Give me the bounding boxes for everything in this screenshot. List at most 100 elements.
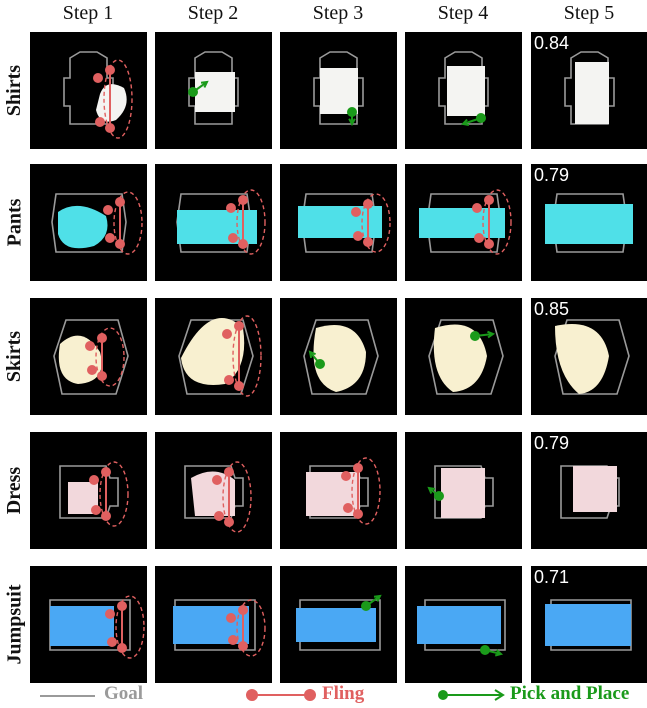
fling-grasp-point (341, 471, 351, 481)
row-label-text: Jumpsuit (4, 584, 27, 664)
cloth-scene (405, 298, 522, 415)
garment-shape (575, 62, 609, 124)
garment-shape (417, 606, 501, 644)
step-cell: 0.84 (531, 32, 647, 149)
pick-point (480, 645, 490, 655)
step-cell: 0.79 (531, 432, 647, 549)
step-cell (30, 298, 147, 415)
coverage-score: 0.85 (534, 299, 569, 320)
fling-grasp-point (363, 237, 373, 247)
cloth-scene (280, 164, 397, 281)
fling-grasp-point (228, 233, 238, 243)
coverage-score: 0.79 (534, 433, 569, 454)
step-cell (280, 566, 397, 683)
cloth-scene (405, 566, 522, 683)
fling-grasp-point (226, 613, 236, 623)
pick-point (315, 359, 325, 369)
garment-shape (58, 206, 108, 248)
garment-shape (50, 606, 114, 646)
step-cell: 0.71 (531, 566, 647, 683)
fling-grasp-point (472, 203, 482, 213)
fling-grasp-point (103, 205, 113, 215)
fling-grasp-point (115, 239, 125, 249)
pick-point (476, 113, 486, 123)
fling-grasp-point (234, 381, 244, 391)
pick-point (361, 601, 371, 611)
fling-grasp-point (238, 195, 248, 205)
cloth-scene (280, 566, 397, 683)
cloth-scene (405, 432, 522, 549)
row-label-text: Dress (4, 467, 27, 514)
garment-shape (296, 608, 376, 642)
coverage-score: 0.84 (534, 33, 569, 54)
garment-shape (545, 204, 633, 244)
fling-grasp-point (95, 117, 105, 127)
garment-shape (447, 66, 485, 116)
garment-shape (441, 468, 485, 518)
fling-grasp-point (343, 503, 353, 513)
step-cell (155, 32, 272, 149)
row-label-text: Shirts (4, 65, 27, 116)
legend: Goal Fling Pick and Place (0, 683, 647, 708)
garment-shape (298, 206, 382, 238)
step-cell (280, 298, 397, 415)
fling-grasp-point (351, 207, 361, 217)
step-cell: 0.79 (531, 164, 647, 281)
fling-grasp-point (238, 641, 248, 651)
fling-grasp-point (353, 231, 363, 241)
step-cell (155, 566, 272, 683)
step-cell (155, 298, 272, 415)
cloth-scene (155, 298, 272, 415)
column-header: Step 4 (403, 2, 523, 25)
fling-grasp-point (105, 609, 115, 619)
garment-shape (195, 72, 235, 112)
step-cell (280, 164, 397, 281)
fling-grasp-point (363, 199, 373, 209)
pick-arrow-icon (436, 688, 508, 702)
cloth-scene (30, 32, 147, 149)
fling-grasp-point (105, 65, 115, 75)
fling-grasp-point (89, 475, 99, 485)
fling-grasp-point (224, 467, 234, 477)
fling-grasp-point (101, 511, 111, 521)
garment-shape (555, 324, 609, 394)
cloth-scene (30, 566, 147, 683)
fling-grasp-point (474, 233, 484, 243)
step-cell (405, 566, 522, 683)
cloth-scene (280, 298, 397, 415)
fling-grasp-point (212, 475, 222, 485)
cloth-scene (155, 566, 272, 683)
garment-shape (314, 325, 367, 392)
pick-point (434, 491, 444, 501)
row-label: Skirts (0, 298, 30, 415)
pick-point (470, 331, 480, 341)
step-cell (30, 32, 147, 149)
fling-grasp-point (224, 375, 234, 385)
fling-grasp-point (234, 321, 244, 331)
column-header: Step 1 (28, 2, 148, 25)
fling-grasp-point (484, 195, 494, 205)
coverage-score: 0.79 (534, 165, 569, 186)
fling-grasp-point (228, 635, 238, 645)
pick-point (347, 107, 357, 117)
legend-pick-label: Pick and Place (510, 683, 629, 705)
fling-grasp-point (85, 341, 95, 351)
garment-shape (419, 208, 505, 238)
fling-grasp-point (87, 365, 97, 375)
cloth-scene (30, 298, 147, 415)
row-label: Pants (0, 164, 30, 281)
garment-shape (573, 466, 617, 512)
fling-grasp-point (224, 517, 234, 527)
step-cell (30, 164, 147, 281)
fling-grasp-point (484, 239, 494, 249)
garment-shape (545, 604, 631, 646)
fling-grasp-point (97, 333, 107, 343)
cloth-scene (280, 432, 397, 549)
fling-grasp-point (214, 511, 224, 521)
fling-grasp-point (107, 637, 117, 647)
cloth-scene (280, 32, 397, 149)
row-label: Jumpsuit (0, 566, 30, 683)
column-header: Step 2 (153, 2, 273, 25)
fling-grasp-point (105, 123, 115, 133)
row-label-text: Pants (4, 199, 27, 247)
